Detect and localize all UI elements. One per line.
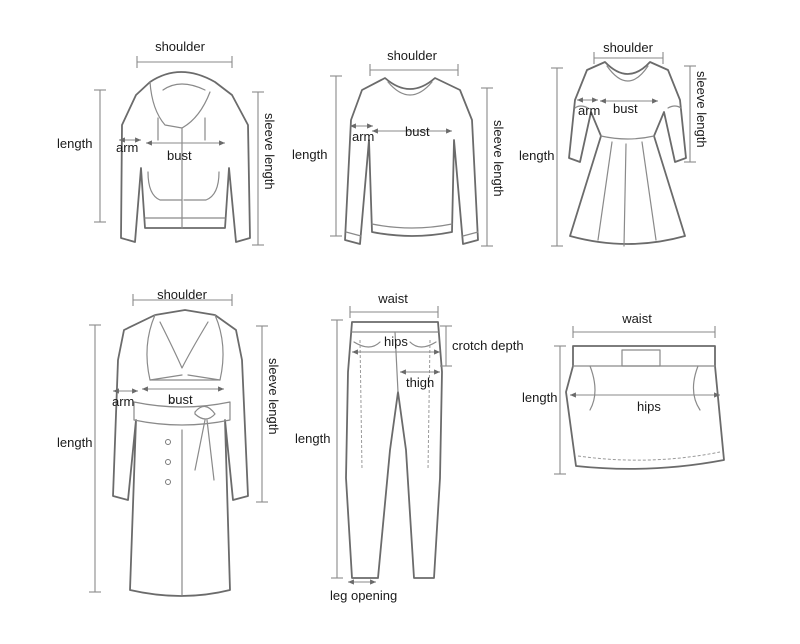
skirt-icon: [565, 345, 725, 470]
dress-arm-label: arm: [578, 103, 600, 118]
hoodie-bust-label: bust: [167, 148, 192, 163]
dress-length-label: length: [519, 148, 554, 163]
sweater-bust-label: bust: [405, 124, 430, 139]
pants-thigh-label: thigh: [406, 375, 434, 390]
sweater-shoulder-label: shoulder: [387, 48, 438, 63]
pants-hips-label: hips: [384, 334, 408, 349]
pants-icon: [345, 321, 443, 579]
sweater-icon: [344, 77, 479, 245]
hoodie-length-label: length: [57, 136, 92, 151]
coat-length-label: length: [57, 435, 92, 450]
coat-icon: [112, 309, 249, 597]
sweater-sleeve-length-label: sleeve length: [491, 120, 506, 197]
dress-sleeve-length-label: sleeve length: [694, 71, 709, 148]
coat-sleeve-length-label: sleeve length: [266, 358, 281, 435]
coat-bust-label: bust: [168, 392, 193, 407]
sweater-length-label: length: [292, 147, 327, 162]
coat-figure: shoulder length arm bust sleeve length: [57, 287, 281, 597]
coat-arm-label: arm: [112, 394, 134, 409]
dress-shoulder-label: shoulder: [603, 40, 654, 55]
skirt-hips-label: hips: [637, 399, 661, 414]
hoodie-icon: [120, 71, 251, 243]
hoodie-figure: shoulder length arm bust sleeve length: [57, 39, 277, 246]
pants-leg-opening-label: leg opening: [330, 588, 397, 603]
pants-waist-label: waist: [377, 291, 408, 306]
pants-length-label: length: [295, 431, 330, 446]
skirt-figure: waist length hips: [522, 311, 725, 475]
sweater-figure: shoulder length arm bust sleeve length: [292, 48, 506, 247]
dress-bust-label: bust: [613, 101, 638, 116]
hoodie-arm-label: arm: [116, 140, 138, 155]
sweater-arm-label: arm: [352, 129, 374, 144]
skirt-waist-label: waist: [621, 311, 652, 326]
dress-icon: [568, 61, 687, 247]
hoodie-shoulder-label: shoulder: [155, 39, 206, 54]
hoodie-sleeve-length-label: sleeve length: [262, 113, 277, 190]
pants-figure: waist hips crotch depth thigh length leg…: [295, 291, 524, 603]
pants-crotch-depth-label: crotch depth: [452, 338, 524, 353]
skirt-length-label: length: [522, 390, 557, 405]
coat-shoulder-label: shoulder: [157, 287, 208, 302]
dress-figure: shoulder length arm bust sleeve length: [519, 40, 709, 247]
